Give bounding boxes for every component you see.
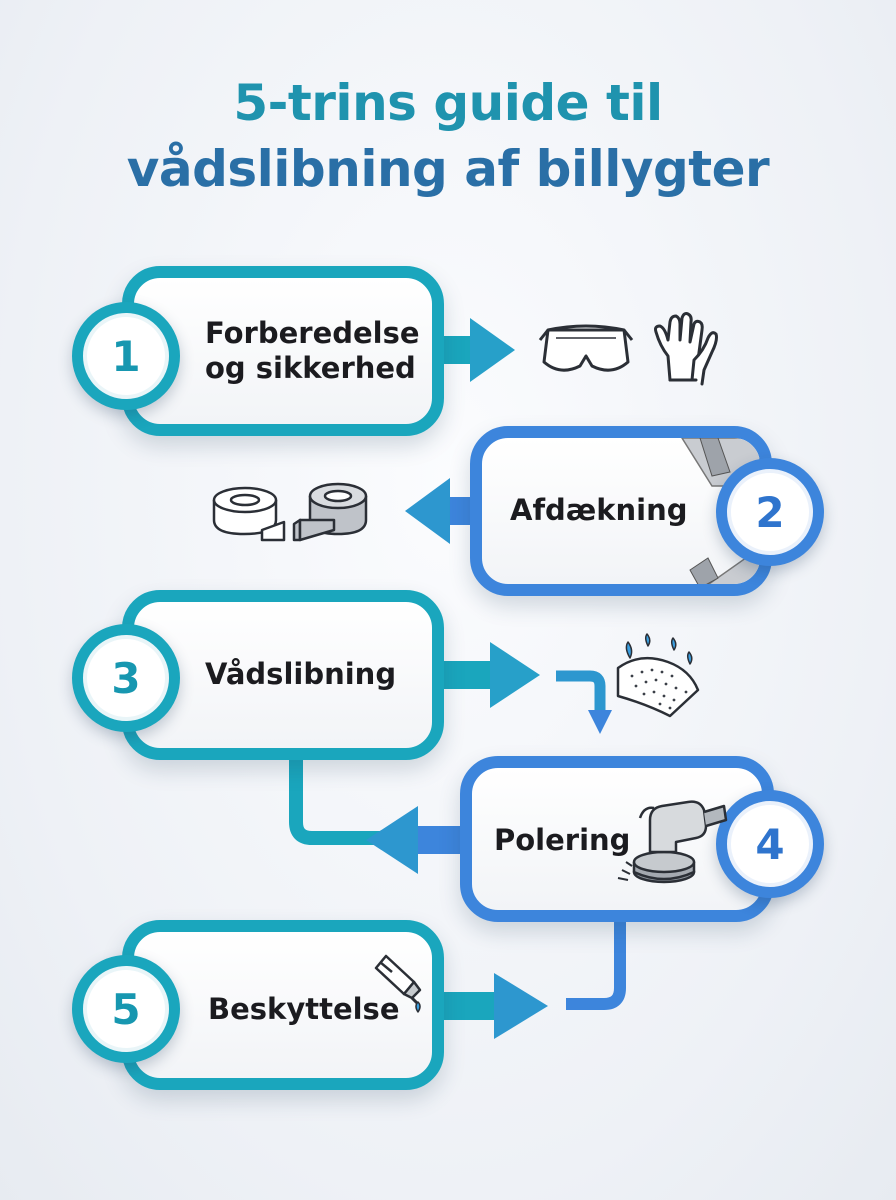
title-line-2: vådslibning af billygter	[126, 140, 770, 198]
connector-step4-down	[566, 918, 626, 1010]
step-2-badge: 2	[716, 458, 824, 566]
arrow-step3-right	[435, 642, 540, 708]
step-2-label: Afdækning	[510, 493, 688, 527]
connector-step3-to-step4	[556, 670, 612, 734]
step-1-label: Forberedelse og sikkerhed	[205, 316, 420, 386]
step-3-badge: 3	[72, 624, 180, 732]
connector-step3-down	[289, 752, 380, 845]
step-4-badge: 4	[716, 790, 824, 898]
arrow-step5-right	[430, 973, 548, 1039]
page-title: 5-trins guide til vådslibning af billygt…	[0, 70, 896, 202]
title-line-1: 5-trins guide til	[233, 74, 663, 132]
step-4-label: Polering	[494, 823, 631, 857]
step-5-badge: 5	[72, 955, 180, 1063]
step-1-label-line-2: og sikkerhed	[205, 351, 416, 385]
step-5-label: Beskyttelse	[208, 992, 400, 1026]
step-3-label: Vådslibning	[205, 657, 397, 691]
step-1-label-line-1: Forberedelse	[205, 316, 420, 350]
step-1-badge: 1	[72, 302, 180, 410]
